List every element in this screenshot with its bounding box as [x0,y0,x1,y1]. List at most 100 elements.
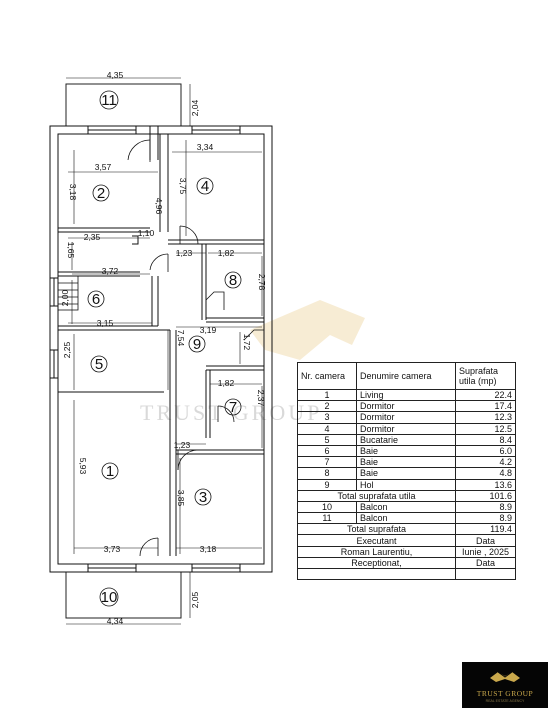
room-label-8: 8 [229,272,237,289]
exterior-walls [49,125,273,573]
doors [127,139,264,557]
windows [49,125,241,573]
dim-hall-small: 1,72 [242,334,252,351]
dim-r7-height: 2,37 [256,390,266,407]
dim-r6-height: 2,00 [60,289,70,306]
room-numbers: 11 2 4 8 6 9 5 7 1 3 10 [92,92,237,606]
row-area: 13.6 [455,478,516,491]
row-name: Hol [356,478,456,491]
dim-r4-width: 3,34 [197,142,214,152]
handshake-icon [490,671,520,682]
row-area: 8.9 [455,512,516,525]
room-markers [87,90,242,607]
row-nr: 8 [297,467,357,480]
total-util-value: 101.6 [455,489,516,502]
room-label-6: 6 [92,291,100,308]
total-util-label: Total suprafata utila [297,489,456,502]
logo-subtitle: REAL ESTATE AGENCY [485,699,525,703]
table-row: 7 Baie 4.2 [297,456,516,469]
row-nr: 5 [297,433,357,446]
row-nr: 1 [297,388,357,402]
row-name: Balcon [356,512,456,525]
room-label-11: 11 [101,92,117,109]
dim-r7-width: 1,82 [218,378,235,388]
executant-row: Executant Data [297,534,516,547]
row-nr: 4 [297,422,357,435]
row-area: 22.4 [455,388,516,402]
row-name: Bucatarie [356,433,456,446]
room-label-9: 9 [193,336,201,353]
table-row: 1 Living 22.4 [297,388,516,402]
table-row: 5 Bucatarie 8.4 [297,433,516,446]
row-name: Baie [356,444,456,458]
room-label-2: 2 [97,185,105,202]
table-row: 4 Dormitor 12.5 [297,422,516,435]
total-row: Total suprafata 119.4 [297,523,516,536]
room-label-10: 10 [101,589,118,606]
dim-r2-height: 3,18 [68,184,78,201]
dim-r8-height: 2,78 [257,274,267,291]
balcony-bottom [65,571,182,619]
total-value: 119.4 [455,523,516,536]
dim-r2-width: 3,57 [95,162,112,172]
dim-left-block-height: 4,96 [154,198,164,215]
row-nr: 2 [297,400,357,413]
row-name: Living [356,388,456,402]
interior-walls [58,134,264,556]
room-label-3: 3 [199,489,207,506]
row-nr: 6 [297,444,357,458]
header-nr: Nr. camera [297,362,357,390]
table-row: 9 Hol 13.6 [297,478,516,491]
dim-kitchen-height: 2,25 [62,341,72,358]
dim-r3-width: 3,18 [200,544,217,554]
logo-title: TRUST GROUP [476,689,534,698]
dim-door-w-1: 1,23 [176,248,193,258]
dim-balcony-bottom-depth: 2,05 [190,591,200,608]
dim-r4-height: 3,75 [178,178,188,195]
row-area: 12.3 [455,411,516,424]
area-table: Nr. camera Denumire camera Suprafata uti… [297,362,516,581]
row-nr: 7 [297,456,357,469]
dim-kitchen-top: 3,15 [97,318,114,328]
table-header-row: Nr. camera Denumire camera Suprafata uti… [297,362,516,390]
row-area: 12.5 [455,422,516,435]
dimension-labels: 4,35 2,04 3,57 3,18 3,34 3,75 4,96 2,35 … [60,70,267,626]
data-label-2: Data [455,556,516,570]
row-name: Dormitor [356,411,456,424]
dim-balcony-bottom-width: 4,34 [107,616,124,626]
row-name: Baie [356,456,456,469]
table-row: 11 Balcon 8.9 [297,512,516,525]
dim-door-w-2: 1,23 [174,440,191,450]
receptionat-label: Receptionat, [297,556,456,570]
executant-name: Roman Laurentiu, [297,545,456,558]
dim-balcony-top-depth: 2,04 [190,99,200,116]
header-name: Denumire camera [356,362,456,390]
row-nr: 11 [297,512,357,525]
total-label: Total suprafata [297,523,456,536]
table-row: 2 Dormitor 17.4 [297,400,516,413]
dimension-lines [66,77,263,625]
dim-r6-top: 2,35 [84,232,101,242]
row-name: Baie [356,467,456,480]
row-nr: 3 [297,411,357,424]
balcony-top [65,83,182,127]
company-logo: TRUST GROUP REAL ESTATE AGENCY [462,662,548,708]
room-label-5: 5 [95,356,103,373]
receptionat-row: Receptionat, Data [297,556,516,570]
table-row: 8 Baie 4.8 [297,467,516,480]
total-util-row: Total suprafata utila 101.6 [297,489,516,502]
blank-row [297,567,516,581]
stairs [57,275,79,311]
row-name: Dormitor [356,400,456,413]
row-area: 8.9 [455,500,516,514]
watermark-house [250,300,365,360]
row-area: 4.2 [455,456,516,469]
header-area: Suprafata utila (mp) [455,362,516,390]
row-area: 8.4 [455,433,516,446]
row-nr: 10 [297,500,357,514]
dim-hall-height: 7,54 [176,330,186,347]
dim-living-height: 5,93 [78,458,88,475]
row-name: Balcon [356,500,456,514]
row-area: 17.4 [455,400,516,413]
